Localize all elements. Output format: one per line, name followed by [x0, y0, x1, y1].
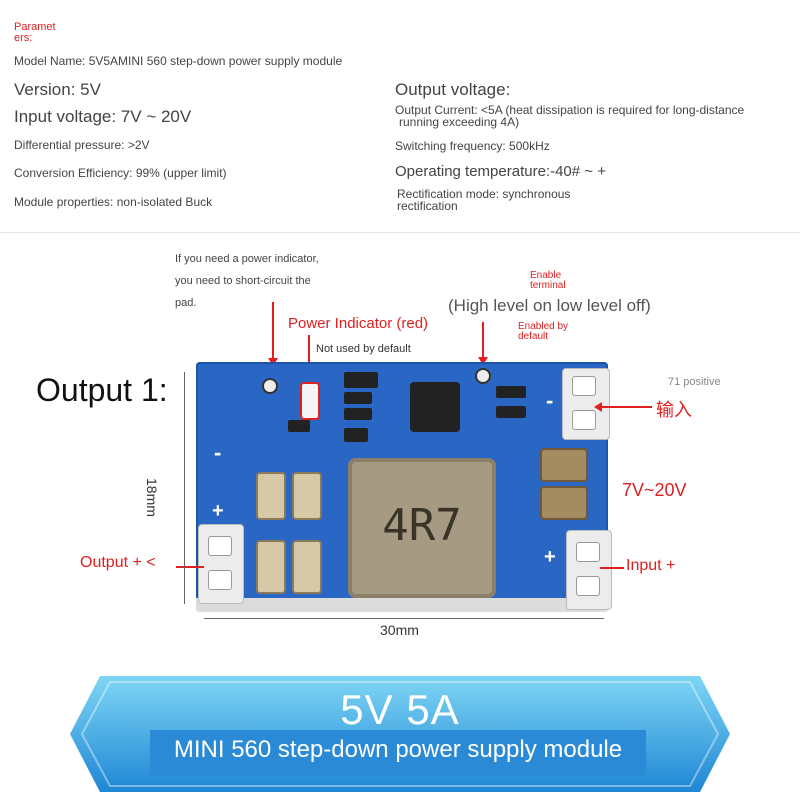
capacitor-pad — [292, 540, 322, 594]
output-voltage: Output voltage: — [395, 80, 511, 99]
output-plus-label: Output + < — [80, 554, 156, 571]
input-range-label: 7V~20V — [622, 480, 687, 500]
input-minus-symbol: - — [546, 388, 554, 413]
section-divider — [0, 232, 800, 233]
capacitor-pad — [256, 540, 286, 594]
module-properties: Module properties: non-isolated Buck — [14, 195, 213, 209]
output1-label: Output 1: — [36, 372, 168, 408]
input-plus-pointer-line — [600, 567, 624, 569]
rectification-line1: Rectification mode: synchronous — [397, 187, 571, 201]
switching-frequency: Switching frequency: 500kHz — [395, 139, 550, 153]
enable-line1: Enable — [530, 270, 562, 281]
resistor-chip — [344, 392, 372, 404]
output-current: Output Current: <5A (heat dissipation is… — [395, 104, 744, 128]
output-current-line2: running exceeding 4A) — [399, 115, 520, 129]
resistor-chip — [288, 420, 310, 432]
pointer-arrow-enable — [478, 357, 488, 365]
capacitor-pad — [292, 472, 322, 520]
height-dimension-line — [184, 372, 185, 604]
banner-title: 5V 5A — [340, 686, 460, 733]
enabled-default-line2: default — [518, 331, 549, 342]
note-line1: If you need a power indicator, — [175, 253, 319, 265]
width-dimension-line — [204, 618, 604, 619]
input-terminal-hole — [572, 410, 596, 430]
enable-terminal-label: Enable terminal — [530, 271, 566, 291]
output-terminal-hole — [208, 570, 232, 590]
input-terminal-hole — [576, 542, 600, 562]
input-pointer-line — [600, 406, 652, 408]
input-cn-label: 输入 — [656, 400, 692, 420]
height-dimension: 18mm — [144, 478, 160, 517]
resistor-chip — [344, 372, 378, 388]
not-used-label: Not used by default — [316, 343, 411, 355]
input-terminal-hole — [572, 376, 596, 396]
inductor — [348, 458, 496, 598]
resistor-chip — [344, 408, 372, 420]
power-indicator-label: Power Indicator (red) — [288, 315, 429, 332]
high-low-label: (High level on low level off) — [448, 296, 651, 315]
resistor-chip — [496, 386, 526, 398]
output-terminal-hole — [208, 536, 232, 556]
conversion-efficiency: Conversion Efficiency: 99% (upper limit) — [14, 166, 227, 180]
note-line3: pad. — [175, 297, 197, 309]
led-footprint — [300, 382, 320, 420]
width-dimension: 30mm — [380, 622, 419, 638]
input-plus-label: Input + — [626, 557, 676, 574]
banner-subtitle-bg — [150, 730, 646, 776]
model-name: Model Name: 5V5AMINI 560 step-down power… — [14, 54, 343, 68]
enable-pad — [475, 368, 491, 384]
output-plus-symbol: + — [212, 500, 224, 522]
enable-line2: terminal — [530, 280, 566, 291]
enabled-default-line1: Enabled by — [518, 321, 569, 332]
output-current-line1: Output Current: <5A (heat dissipation is… — [395, 103, 745, 117]
note-line2: you need to short-circuit the — [175, 275, 311, 287]
positive-71-label: 71 positive — [668, 376, 721, 388]
input-plus-symbol: + — [544, 546, 556, 568]
capacitor-pad — [256, 472, 286, 520]
input-capacitor — [540, 448, 588, 482]
rectification-line2: rectification — [397, 199, 458, 213]
output-minus-symbol: - — [214, 440, 222, 465]
version: Version: 5V — [14, 80, 101, 99]
inductor-label: 4R7 — [382, 500, 462, 551]
pointer-line-pad — [272, 302, 274, 360]
input-capacitor — [540, 486, 588, 520]
pointer-line-led — [308, 335, 310, 365]
output-pointer-line — [176, 566, 204, 568]
resistor-chip — [496, 406, 526, 418]
parameters-heading-line2: ers: — [14, 32, 33, 44]
differential-pressure: Differential pressure: >2V — [14, 138, 150, 152]
input-terminal-hole — [576, 576, 600, 596]
parameters-heading-line1: Paramet — [14, 21, 56, 33]
rectification-mode: Rectification mode: synchronous rectific… — [397, 188, 570, 212]
parameters-heading: Paramet ers: — [14, 22, 64, 44]
input-voltage: Input voltage: 7V ~ 20V — [14, 107, 192, 126]
indicator-pad — [262, 378, 278, 394]
operating-temperature: Operating temperature:-40# ~ + — [395, 163, 606, 180]
banner-subtitle: MINI 560 step-down power supply module — [173, 736, 623, 763]
power-indicator-note: If you need a power indicator, you need … — [175, 248, 319, 314]
resistor-chip — [344, 428, 368, 442]
input-pointer-arrow — [594, 402, 602, 412]
pcb-edge — [196, 598, 608, 612]
converter-ic — [410, 382, 460, 432]
enabled-default-label: Enabled by default — [518, 322, 568, 342]
pointer-line-enable — [482, 322, 484, 358]
